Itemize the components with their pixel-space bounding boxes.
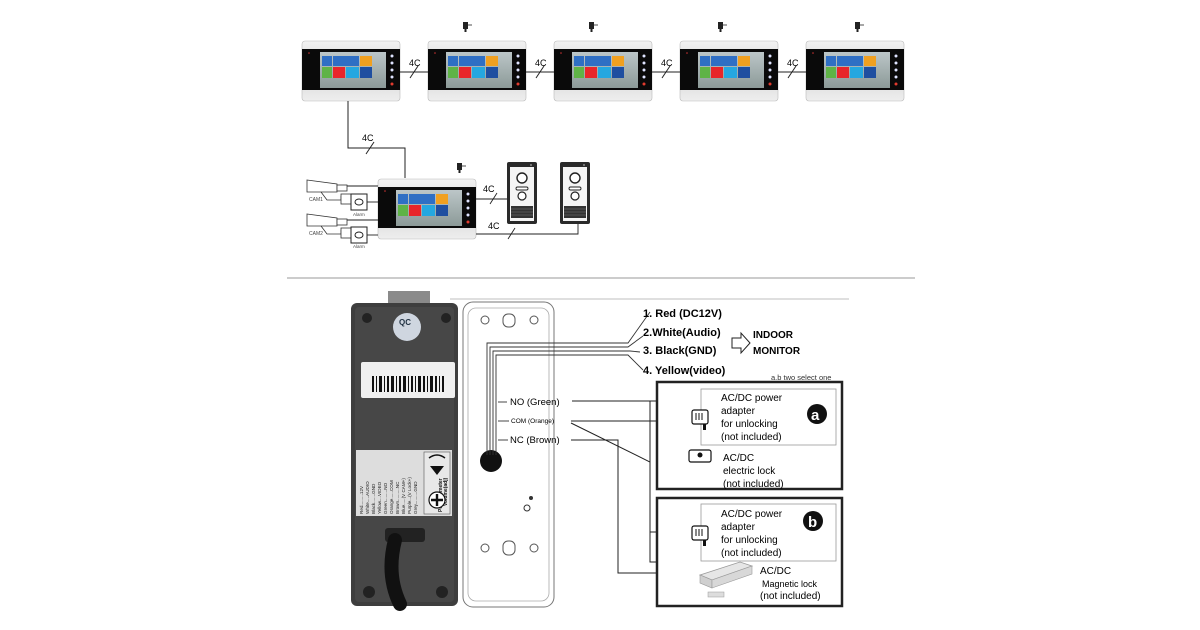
top-system-diagram: 4C 4C 4C 4C 4C CAM1 CAM2 Alarm Alarm 4C …	[301, 21, 905, 249]
svg-text:Green.........NO: Green.........NO	[383, 482, 388, 514]
svg-text:Yellow....VIDEO: Yellow....VIDEO	[377, 481, 382, 514]
svg-text:Brown..........NC: Brown..........NC	[395, 481, 400, 514]
option-note: a.b two select one	[771, 373, 831, 382]
camera-label: CAM2	[309, 231, 323, 237]
cable-label: 4C	[362, 133, 374, 143]
svg-text:Orange......COM: Orange......COM	[389, 480, 394, 514]
svg-text:Purple...(V Lock+): Purple...(V Lock+)	[407, 477, 412, 514]
wire-bundle	[486, 311, 651, 455]
camera-label: CAM1	[309, 197, 323, 203]
power-wire-list: 1. Red (DC12V) 2.White(Audio) 3. Black(G…	[643, 308, 726, 377]
option-b-panel: AC/DC power adapter for unlocking (not i…	[655, 496, 844, 608]
door-station-outline	[462, 301, 555, 608]
adapter-label: adapter	[721, 522, 756, 533]
lock-label: (not included)	[723, 479, 784, 490]
outdoor-door-station-2	[559, 161, 591, 225]
cable-links	[347, 65, 806, 178]
adapter-label: for unlocking	[721, 419, 778, 430]
magnetic-lock-icon	[698, 561, 754, 598]
lock-label: AC/DC	[760, 566, 791, 577]
adapter-label: (not included)	[721, 432, 782, 443]
indoor-monitor-2	[427, 40, 527, 102]
outdoor-door-station-1	[506, 161, 538, 225]
indoor-monitor-3	[553, 40, 653, 102]
svg-text:Black.......GND: Black.......GND	[371, 483, 376, 514]
option-a-badge	[807, 404, 827, 424]
cable-label: 4C	[535, 58, 547, 68]
cable	[384, 533, 407, 611]
svg-text:Grey..........GND: Grey..........GND	[413, 481, 418, 514]
adapter-label: AC/DC power	[721, 393, 783, 404]
indoor-monitor-1	[301, 40, 401, 102]
cable-grommet	[480, 450, 502, 472]
power-plug-icon	[854, 21, 865, 33]
wire-color-legend: Red.........12V White.....AUDIO Black...…	[359, 477, 418, 514]
wire-label-yellow: 4. Yellow(video)	[643, 365, 726, 377]
adapter-label: AC/DC power	[721, 509, 783, 520]
indoor-monitor-5	[805, 40, 905, 102]
cable-label: 4C	[488, 221, 500, 231]
power-plug-icon	[588, 21, 599, 33]
wire-label-red: 1. Red (DC12V)	[643, 308, 722, 320]
lock-label: (not included)	[760, 591, 821, 602]
power-plug-icon	[717, 21, 728, 33]
svg-text:White.....AUDIO: White.....AUDIO	[365, 481, 370, 514]
door-station-back-photo: QC Red.........12V White.....AUDIO Black…	[351, 291, 458, 611]
pot-label: Volume(adj)	[443, 477, 449, 506]
alarm-label: Alarm	[353, 244, 365, 249]
indoor-monitor-4	[679, 40, 779, 102]
cable-label: 4C	[409, 58, 421, 68]
main-indoor-monitor	[377, 178, 477, 240]
adapter-label: (not included)	[721, 548, 782, 559]
power-plug-icon	[456, 162, 467, 174]
alarm-label: Alarm	[353, 212, 365, 217]
power-plug-icon	[462, 21, 473, 33]
adapter-label: for unlocking	[721, 535, 778, 546]
lock-wire-no: NO (Green)	[510, 397, 560, 408]
lock-wire-com: COM (Orange)	[511, 418, 554, 425]
barcode	[372, 376, 444, 392]
alarm-sensor-2	[350, 226, 368, 244]
svg-text:Red.........12V: Red.........12V	[359, 485, 364, 514]
volume-icon	[428, 454, 446, 459]
lock-label: electric lock	[723, 466, 776, 477]
arrow-right-icon	[731, 331, 751, 355]
destination-label: INDOOR	[753, 330, 794, 341]
option-a-panel: AC/DC power adapter for unlocking (not i…	[655, 380, 844, 491]
qc-sticker: QC	[399, 318, 411, 327]
svg-text:Blue.....(V CAM+): Blue.....(V CAM+)	[401, 478, 406, 514]
lock-label: Magnetic lock	[762, 579, 818, 589]
wire-label-white: 2.White(Audio)	[643, 327, 721, 339]
lock-label: AC/DC	[723, 453, 754, 464]
alarm-sensor-1	[350, 193, 368, 211]
wire-label-black: 3. Black(GND)	[643, 345, 717, 357]
adapter-label: adapter	[721, 406, 756, 417]
cable-label: 4C	[787, 58, 799, 68]
svg-text:b: b	[808, 514, 817, 531]
svg-text:a: a	[811, 407, 820, 424]
destination-label: MONITOR	[753, 346, 801, 357]
cable-label: 4C	[483, 184, 495, 194]
lock-wire-nc: NC (Brown)	[510, 435, 560, 446]
cable-label: 4C	[661, 58, 673, 68]
option-b-badge	[803, 511, 823, 531]
